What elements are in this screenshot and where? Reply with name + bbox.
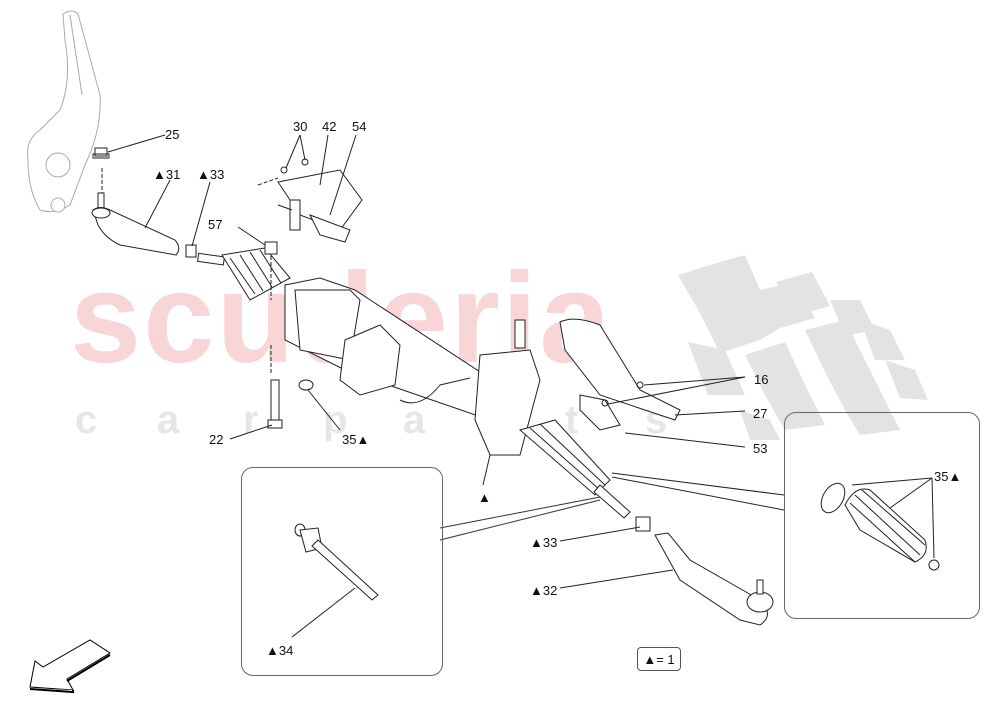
left-boot	[196, 247, 291, 301]
mounting-bracket	[277, 158, 363, 243]
inner-tie-rod-inset	[241, 467, 443, 676]
callout-30[interactable]: 30	[293, 119, 308, 134]
steering-knuckle	[27, 10, 101, 213]
outer-tie-rod-left	[91, 192, 180, 256]
outer-tie-rod-right	[654, 532, 774, 626]
callout-25[interactable]: 25	[165, 127, 180, 142]
callout-57[interactable]: 57	[208, 217, 223, 232]
callout-31[interactable]: ▲31	[153, 167, 181, 182]
callout-35-boot[interactable]: 35▲	[934, 469, 962, 484]
legend-triangle-equals-one: ▲= 1	[637, 647, 681, 671]
wm-letter: a	[403, 398, 426, 442]
callout-32[interactable]: ▲32	[530, 583, 558, 598]
callout-35-rack[interactable]: 35▲	[342, 432, 370, 447]
callout-27[interactable]: 27	[753, 406, 768, 421]
boot-kit	[820, 482, 940, 571]
wm-letter: t	[565, 398, 579, 442]
inner-tie-rod	[295, 524, 379, 601]
wm-letter: a	[157, 398, 180, 442]
right-boot	[518, 419, 611, 496]
front-direction-arrow	[29, 639, 111, 694]
callout-53[interactable]: 53	[753, 441, 768, 456]
callout-33-right[interactable]: ▲33	[530, 535, 558, 550]
boot-kit-inset	[784, 412, 980, 619]
callout-54[interactable]: 54	[352, 119, 367, 134]
nut-25	[92, 147, 110, 159]
wm-letter: r	[243, 398, 259, 442]
callout-34[interactable]: ▲34	[266, 643, 294, 658]
callout-33-left[interactable]: ▲33	[197, 167, 225, 182]
rack-housing	[284, 277, 541, 456]
callout-22[interactable]: 22	[209, 432, 224, 447]
callout-42[interactable]: 42	[322, 119, 337, 134]
callout-16[interactable]: 16	[754, 372, 769, 387]
wm-letter: c	[75, 398, 98, 442]
wm-letter: p	[323, 398, 348, 442]
reservoir-shield	[559, 318, 681, 431]
callout-triangle-rack[interactable]: ▲	[478, 490, 491, 505]
